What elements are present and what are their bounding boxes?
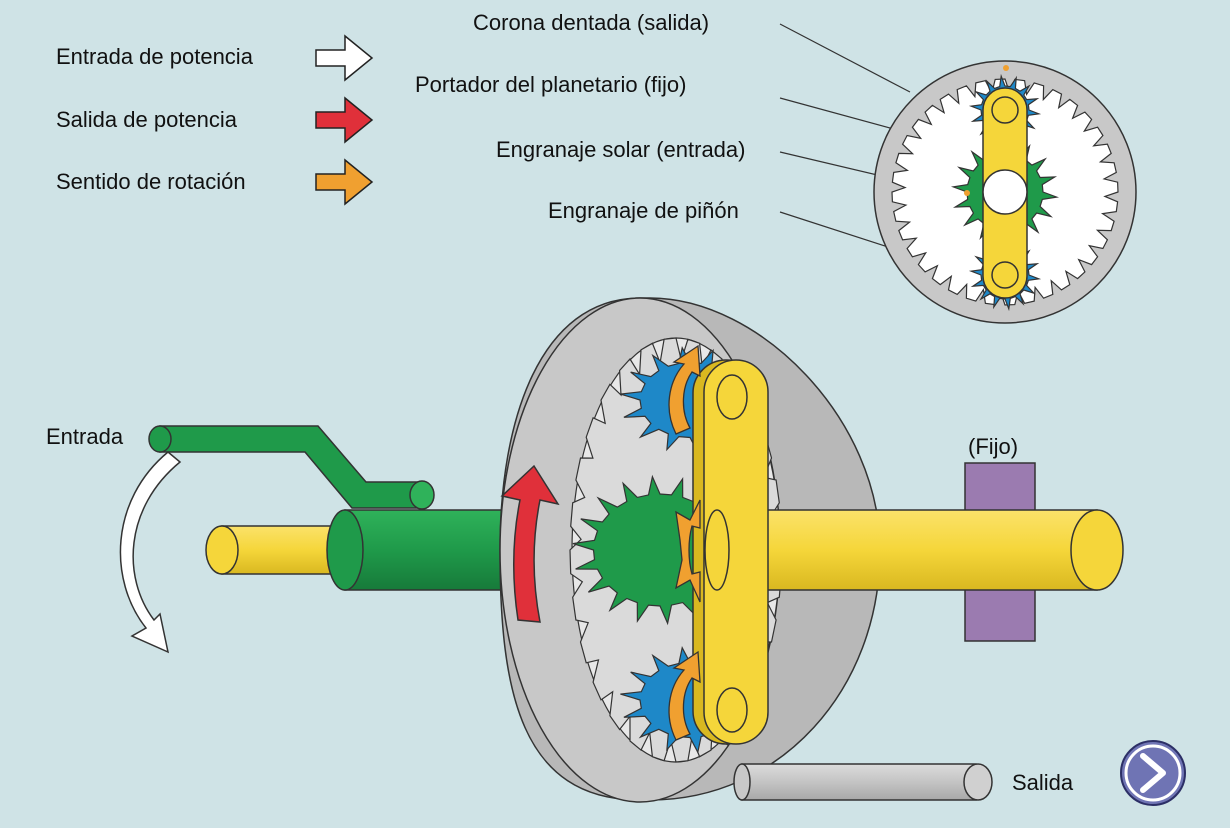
legend-item-power-input: Entrada de potencia: [56, 34, 374, 82]
front-carrier-pin-top: [991, 96, 1019, 124]
yellow-shaft-stub: [205, 525, 343, 575]
callout-sun-gear: Engranaje solar (entrada): [496, 137, 745, 162]
carrier-pin-bottom: [716, 687, 748, 733]
front-marker-dot: [1003, 65, 1009, 71]
label-fixed: (Fijo): [968, 434, 1018, 459]
pinion-rotation-arrows: [668, 344, 701, 741]
rotation-arrow-bottom: [668, 650, 701, 741]
rotation-arrow-top: [668, 344, 701, 435]
front-view-diagram: [873, 60, 1137, 324]
callout-ring-gear: Corona dentada (salida): [473, 10, 709, 35]
legend-item-rotation-direction: Sentido de rotación: [56, 158, 374, 206]
orange-arrow-icon: [315, 158, 374, 206]
red-arrow-icon: [315, 96, 374, 144]
carrier-shaft-end: [704, 509, 730, 591]
carrier-arm: [692, 359, 769, 745]
chevron-right-icon: [1140, 753, 1166, 793]
input-rotation-arrow: [119, 451, 182, 654]
label-output: Salida: [1012, 770, 1074, 795]
callout-carrier: Portador del planetario (fijo): [415, 72, 686, 97]
front-center-shaft: [982, 169, 1028, 215]
legend-label-rotation-direction: Sentido de rotación: [56, 169, 246, 194]
legend-item-power-output: Salida de potencia: [56, 96, 374, 144]
main-assembly: Entrada (Fijo) Salida: [46, 297, 1124, 803]
carrier-pin-top: [716, 374, 748, 420]
white-arrow-icon: [315, 34, 374, 82]
leader-line-ring-gear: [779, 23, 911, 93]
output-rotation-arrow: [500, 464, 560, 623]
legend-label-power-output: Salida de potencia: [56, 107, 238, 132]
front-marker-dot: [964, 190, 970, 196]
next-button[interactable]: [1120, 740, 1186, 806]
label-input: Entrada: [46, 424, 124, 449]
rotation-arrow-middle: [675, 499, 701, 603]
legend: Entrada de potencia Salida de potencia S…: [56, 34, 374, 206]
front-carrier-pin-bottom: [991, 261, 1019, 289]
green-crank-handle: [148, 425, 435, 510]
yellow-carrier-shaft: [714, 509, 1124, 591]
legend-label-power-input: Entrada de potencia: [56, 44, 254, 69]
callout-pinion-gear: Engranaje de piñón: [548, 198, 739, 223]
gray-output-shaft: [733, 763, 993, 801]
